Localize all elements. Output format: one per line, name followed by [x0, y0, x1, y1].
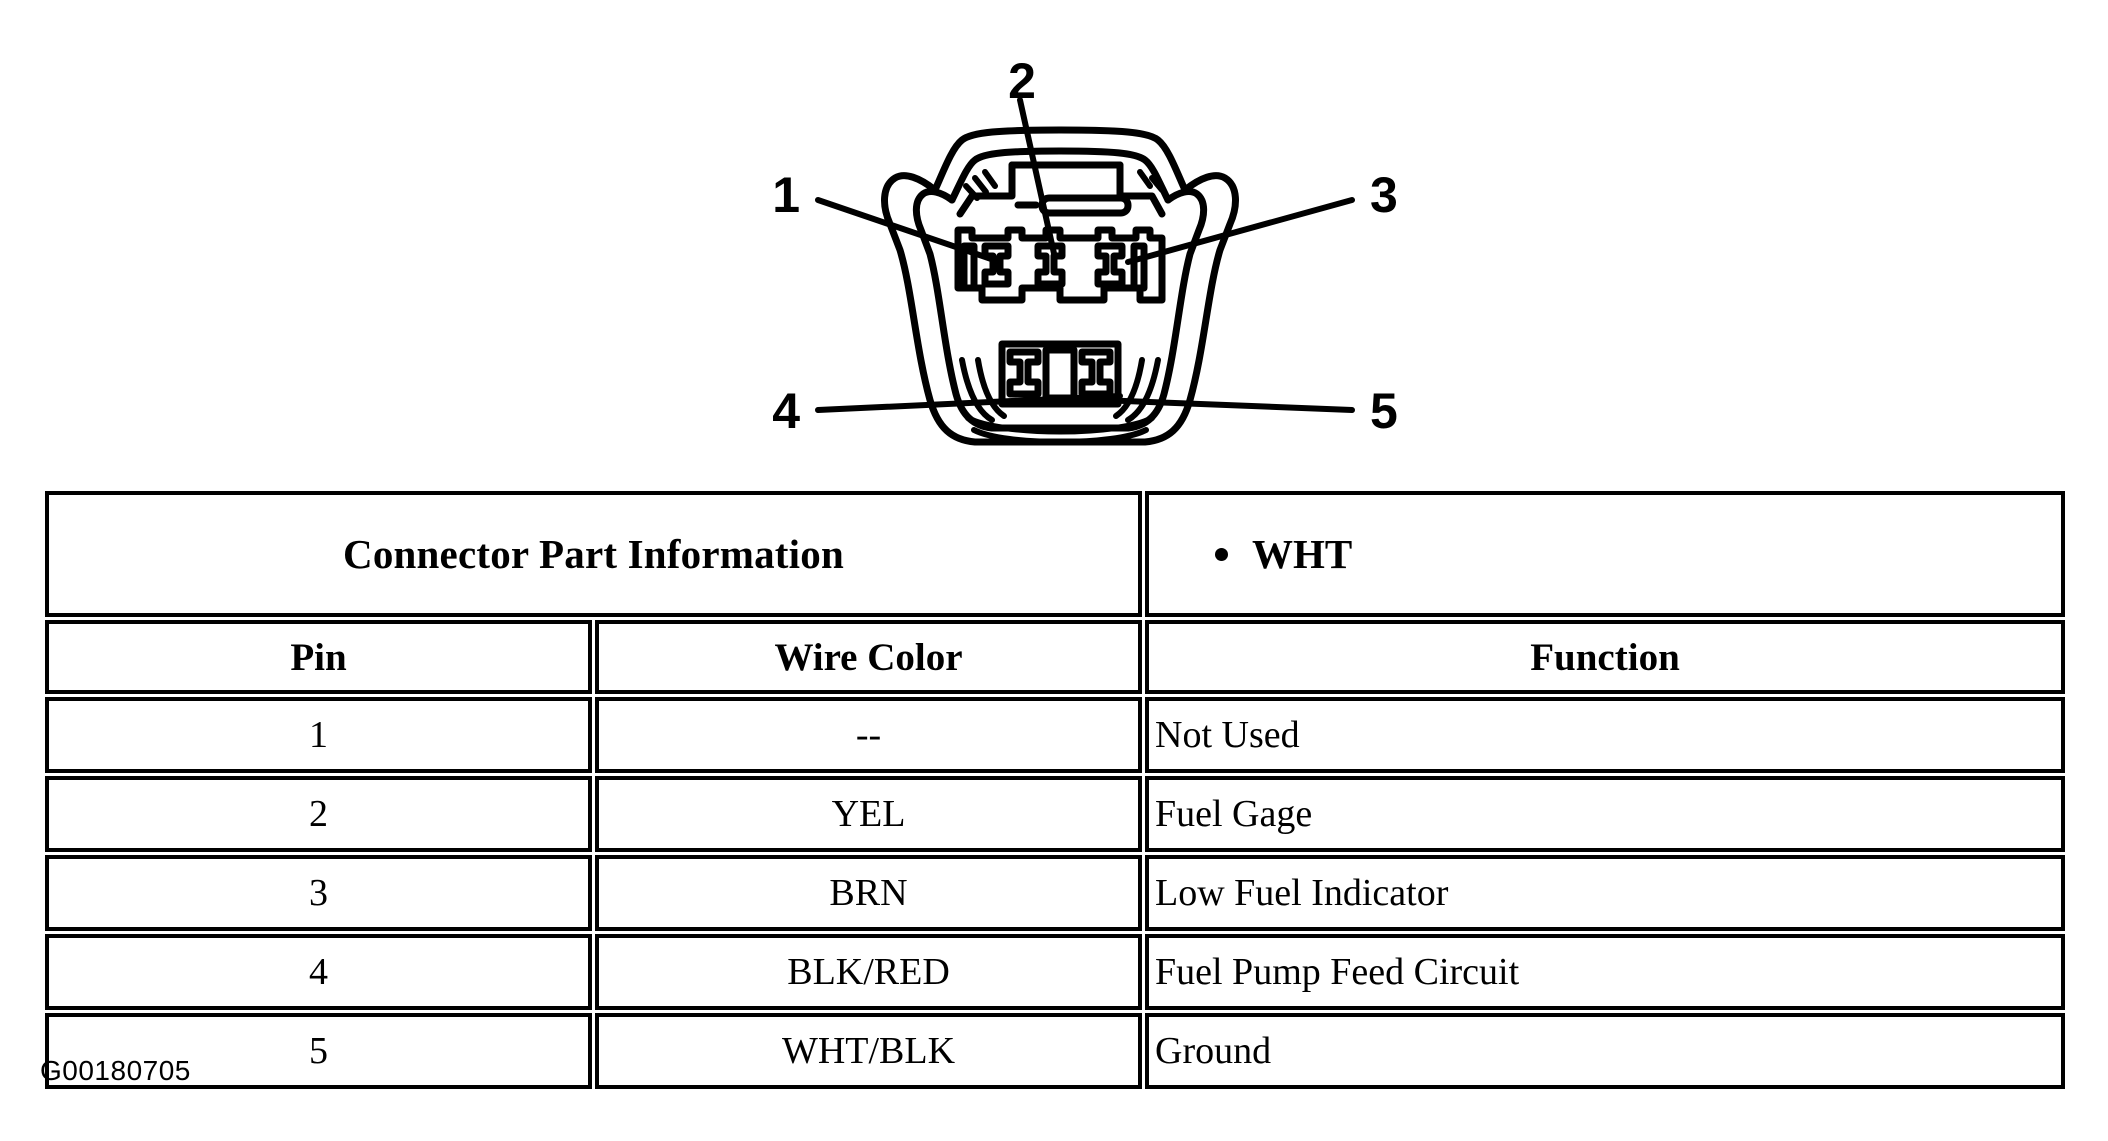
callout-leader-lines — [815, 97, 1355, 413]
connector-part-information-cell: Connector Part Information — [45, 491, 1142, 617]
table-header-row: Pin Wire Color Function — [45, 620, 2065, 694]
function-value: Fuel Pump Feed Circuit — [1155, 951, 1520, 993]
leader-line-2 — [1017, 97, 1058, 261]
function-value: Fuel Gage — [1155, 793, 1313, 835]
wire-color-value: YEL — [831, 793, 906, 835]
leader-line-1 — [815, 197, 1003, 265]
pin-value: 2 — [309, 793, 328, 835]
cell-function: Low Fuel Indicator — [1145, 855, 2065, 931]
wire-color-value: BLK/RED — [787, 951, 950, 993]
column-header-function-label: Function — [1530, 635, 1680, 679]
cell-pin: 1 — [45, 697, 592, 773]
wire-color-value: WHT/BLK — [781, 1030, 956, 1072]
pin-value: 5 — [309, 1030, 328, 1072]
leader-line-5 — [1047, 395, 1355, 413]
cell-wire-color: -- — [595, 697, 1142, 773]
cell-pin: 3 — [45, 855, 592, 931]
terminal-pin-4 — [1006, 348, 1042, 398]
column-header-wire-color-label: Wire Color — [774, 635, 963, 679]
pin-value: 4 — [309, 951, 328, 993]
callout-label-4: 4 — [772, 383, 800, 439]
callout-label-1: 1 — [772, 167, 800, 223]
connector-shoulder-hatching — [963, 169, 1165, 201]
connector-part-bullet-label: WHT — [1252, 531, 1353, 577]
callout-label-2: 2 — [1008, 53, 1036, 109]
wire-color-value: BRN — [829, 872, 908, 914]
cell-wire-color: WHT/BLK — [595, 1013, 1142, 1089]
connector-face-view-svg: 1 2 3 4 5 — [772, 53, 1398, 446]
cell-wire-color: BLK/RED — [595, 934, 1142, 1010]
cell-pin: 4 — [45, 934, 592, 1010]
wire-color-value: -- — [855, 714, 882, 756]
table-row: 4 BLK/RED Fuel Pump Feed Circuit — [45, 934, 2065, 1010]
cell-wire-color: BRN — [595, 855, 1142, 931]
function-value: Low Fuel Indicator — [1155, 872, 1449, 914]
table-row: 2 YEL Fuel Gage — [45, 776, 2065, 852]
column-header-pin: Pin — [45, 620, 592, 694]
terminal-pin-3 — [1094, 242, 1148, 292]
table-row: 1 -- Not Used — [45, 697, 2065, 773]
cell-function: Ground — [1145, 1013, 2065, 1089]
column-header-pin-label: Pin — [290, 635, 347, 679]
function-value: Ground — [1155, 1030, 1272, 1072]
cell-function: Fuel Pump Feed Circuit — [1145, 934, 2065, 1010]
callout-label-3: 3 — [1370, 167, 1398, 223]
connector-skirt-ribs — [959, 357, 1161, 445]
pin-value: 3 — [309, 872, 328, 914]
figure-id-label: G00180705 — [40, 1055, 191, 1086]
bullet-icon — [1215, 547, 1228, 561]
cell-pin: 5 — [45, 1013, 592, 1089]
cell-function: Not Used — [1145, 697, 2065, 773]
connector-part-bullet-cell: WHT — [1145, 491, 2065, 617]
terminal-pin-1 — [960, 242, 1012, 292]
table-title-row: Connector Part Information WHT — [45, 491, 2065, 617]
connector-inner-shell — [912, 147, 1208, 432]
table-title: Connector Part Information — [343, 531, 844, 577]
callout-label-5: 5 — [1370, 383, 1398, 439]
column-header-function: Function — [1145, 620, 2065, 694]
leader-line-3 — [1125, 197, 1355, 265]
table-row: 3 BRN Low Fuel Indicator — [45, 855, 2065, 931]
function-value: Not Used — [1155, 714, 1300, 756]
terminal-pin-2 — [1034, 242, 1066, 288]
connector-pinout-table: Connector Part Information WHT Pin Wire … — [42, 488, 2068, 1092]
cell-pin: 2 — [45, 776, 592, 852]
cell-wire-color: YEL — [595, 776, 1142, 852]
terminal-pin-5 — [1078, 348, 1114, 398]
column-header-wire-color: Wire Color — [595, 620, 1142, 694]
table-row: 5 WHT/BLK Ground — [45, 1013, 2065, 1089]
connector-upper-cavity-block — [954, 226, 1166, 304]
connector-illustration: 1 2 3 4 5 — [0, 0, 2108, 470]
connector-latch-keyway — [956, 161, 1166, 218]
pin-value: 1 — [309, 714, 328, 756]
cell-function: Fuel Gage — [1145, 776, 2065, 852]
